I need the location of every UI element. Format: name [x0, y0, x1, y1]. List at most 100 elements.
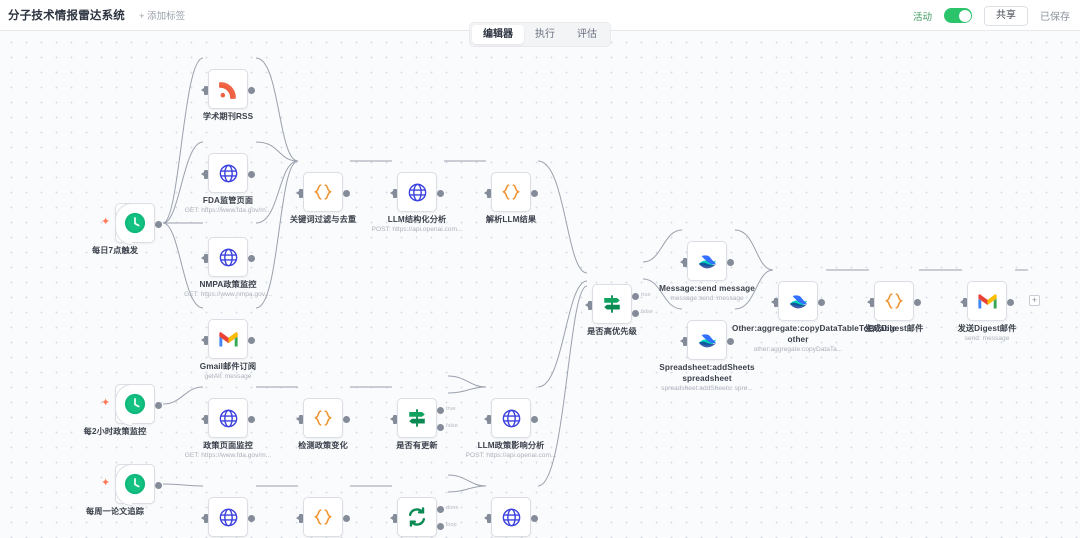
- lark-icon: [788, 292, 809, 311]
- node-llm-deep-research[interactable]: [484, 497, 538, 537]
- node-detect-policy-change[interactable]: [296, 398, 350, 438]
- output-port-loop[interactable]: loop: [437, 522, 457, 530]
- input-port[interactable]: [201, 414, 208, 424]
- signpost-icon: [406, 407, 428, 429]
- output-port[interactable]: [343, 189, 350, 197]
- output-port-false[interactable]: false: [437, 423, 458, 431]
- output-port[interactable]: [531, 514, 538, 522]
- port-label-false: false: [641, 309, 653, 315]
- output-port[interactable]: [248, 415, 255, 423]
- output-port[interactable]: [1007, 298, 1014, 306]
- node-weekly-paper-trigger[interactable]: [115, 464, 162, 506]
- tab-evaluation[interactable]: 评估: [577, 29, 597, 40]
- output-port[interactable]: [531, 189, 538, 197]
- node-policy-page-monitor[interactable]: [201, 398, 255, 438]
- node-fda-page[interactable]: [201, 153, 255, 193]
- output-port[interactable]: [248, 254, 255, 262]
- output-port-true[interactable]: true: [437, 406, 456, 414]
- input-port[interactable]: [201, 335, 208, 345]
- code-braces-icon: [500, 181, 522, 203]
- input-port[interactable]: [771, 297, 778, 307]
- input-port[interactable]: [201, 169, 208, 179]
- input-port[interactable]: [484, 513, 491, 523]
- input-port[interactable]: [390, 414, 397, 424]
- share-button[interactable]: 共享: [984, 5, 1028, 26]
- output-port[interactable]: [248, 514, 255, 522]
- input-port[interactable]: [201, 253, 208, 263]
- add-tag-button[interactable]: + 添加标签: [139, 11, 186, 22]
- trigger-bolt-icon: ✦: [101, 216, 111, 228]
- output-port[interactable]: [531, 415, 538, 423]
- loop-icon: [406, 506, 428, 528]
- node-academic-rss[interactable]: [201, 69, 255, 109]
- output-port[interactable]: [343, 415, 350, 423]
- output-port[interactable]: [727, 337, 734, 345]
- input-port[interactable]: [680, 257, 687, 267]
- input-port[interactable]: [390, 513, 397, 523]
- page-title: 分子技术情报雷达系统: [8, 10, 125, 22]
- node-pubmed-search[interactable]: [201, 497, 255, 537]
- node-lark-send-message[interactable]: [680, 241, 734, 281]
- code-braces-icon: [883, 290, 905, 312]
- add-node-button[interactable]: +: [1029, 295, 1040, 306]
- input-port[interactable]: [296, 414, 303, 424]
- input-port[interactable]: [484, 188, 491, 198]
- workflow-active-toggle[interactable]: [944, 8, 972, 23]
- port-label-false: false: [446, 423, 458, 429]
- active-label: 活动: [912, 11, 932, 23]
- tab-editor[interactable]: 编辑器: [472, 25, 524, 44]
- input-port[interactable]: [960, 297, 967, 307]
- node-daily-7am-trigger[interactable]: [115, 203, 162, 245]
- node-if-high-priority[interactable]: true false: [585, 284, 653, 324]
- node-if-has-update[interactable]: true false: [390, 398, 458, 438]
- input-port[interactable]: [390, 188, 397, 198]
- globe-icon: [218, 163, 239, 184]
- input-port[interactable]: [484, 414, 491, 424]
- tab-executions[interactable]: 执行: [535, 29, 555, 40]
- node-gmail-subscribe[interactable]: [201, 319, 255, 359]
- node-parse-llm-result[interactable]: [484, 172, 538, 212]
- output-port-false[interactable]: false: [632, 309, 653, 317]
- node-batch-loop[interactable]: done loop: [390, 497, 458, 537]
- output-port[interactable]: [155, 401, 162, 409]
- toggle-knob: [958, 9, 971, 22]
- lark-icon: [697, 331, 718, 350]
- output-port[interactable]: [155, 481, 162, 489]
- node-lark-aggregate-copy[interactable]: [771, 281, 825, 321]
- trigger-bolt-icon: ✦: [101, 397, 111, 409]
- output-port-true[interactable]: true: [632, 292, 651, 300]
- node-extract-paper-id[interactable]: [296, 497, 350, 537]
- output-port[interactable]: [343, 514, 350, 522]
- output-port[interactable]: [155, 220, 162, 228]
- input-port[interactable]: [201, 85, 208, 95]
- node-llm-policy-impact[interactable]: [484, 398, 538, 438]
- output-port[interactable]: [437, 189, 444, 197]
- output-port[interactable]: [248, 170, 255, 178]
- node-llm-structured-analysis[interactable]: [390, 172, 444, 212]
- globe-icon: [501, 408, 522, 429]
- input-port[interactable]: [680, 336, 687, 346]
- node-send-digest-email[interactable]: [960, 281, 1014, 321]
- workflow-canvas[interactable]: ✦ 每日7点触发 ✦ 每2小时政策监控 ✦ 每周一论文追踪: [0, 31, 1080, 538]
- gmail-icon: [218, 331, 239, 348]
- output-port-done[interactable]: done: [437, 505, 458, 513]
- output-port[interactable]: [818, 298, 825, 306]
- node-2h-policy-trigger[interactable]: [115, 384, 162, 426]
- output-port[interactable]: [914, 298, 921, 306]
- input-port[interactable]: [201, 513, 208, 523]
- output-port[interactable]: [248, 336, 255, 344]
- editor-tabs: 编辑器 执行 评估: [469, 22, 611, 47]
- node-lark-add-sheets[interactable]: [680, 320, 734, 360]
- input-port[interactable]: [296, 188, 303, 198]
- input-port[interactable]: [867, 297, 874, 307]
- clock-icon: [124, 393, 146, 415]
- globe-icon: [501, 507, 522, 528]
- input-port[interactable]: [585, 300, 592, 310]
- saved-status: 已保存: [1040, 12, 1070, 23]
- output-port[interactable]: [727, 258, 734, 266]
- node-generate-digest[interactable]: [867, 281, 921, 321]
- node-keyword-filter[interactable]: [296, 172, 350, 212]
- node-nmpa-policy[interactable]: [201, 237, 255, 277]
- output-port[interactable]: [248, 86, 255, 94]
- input-port[interactable]: [296, 513, 303, 523]
